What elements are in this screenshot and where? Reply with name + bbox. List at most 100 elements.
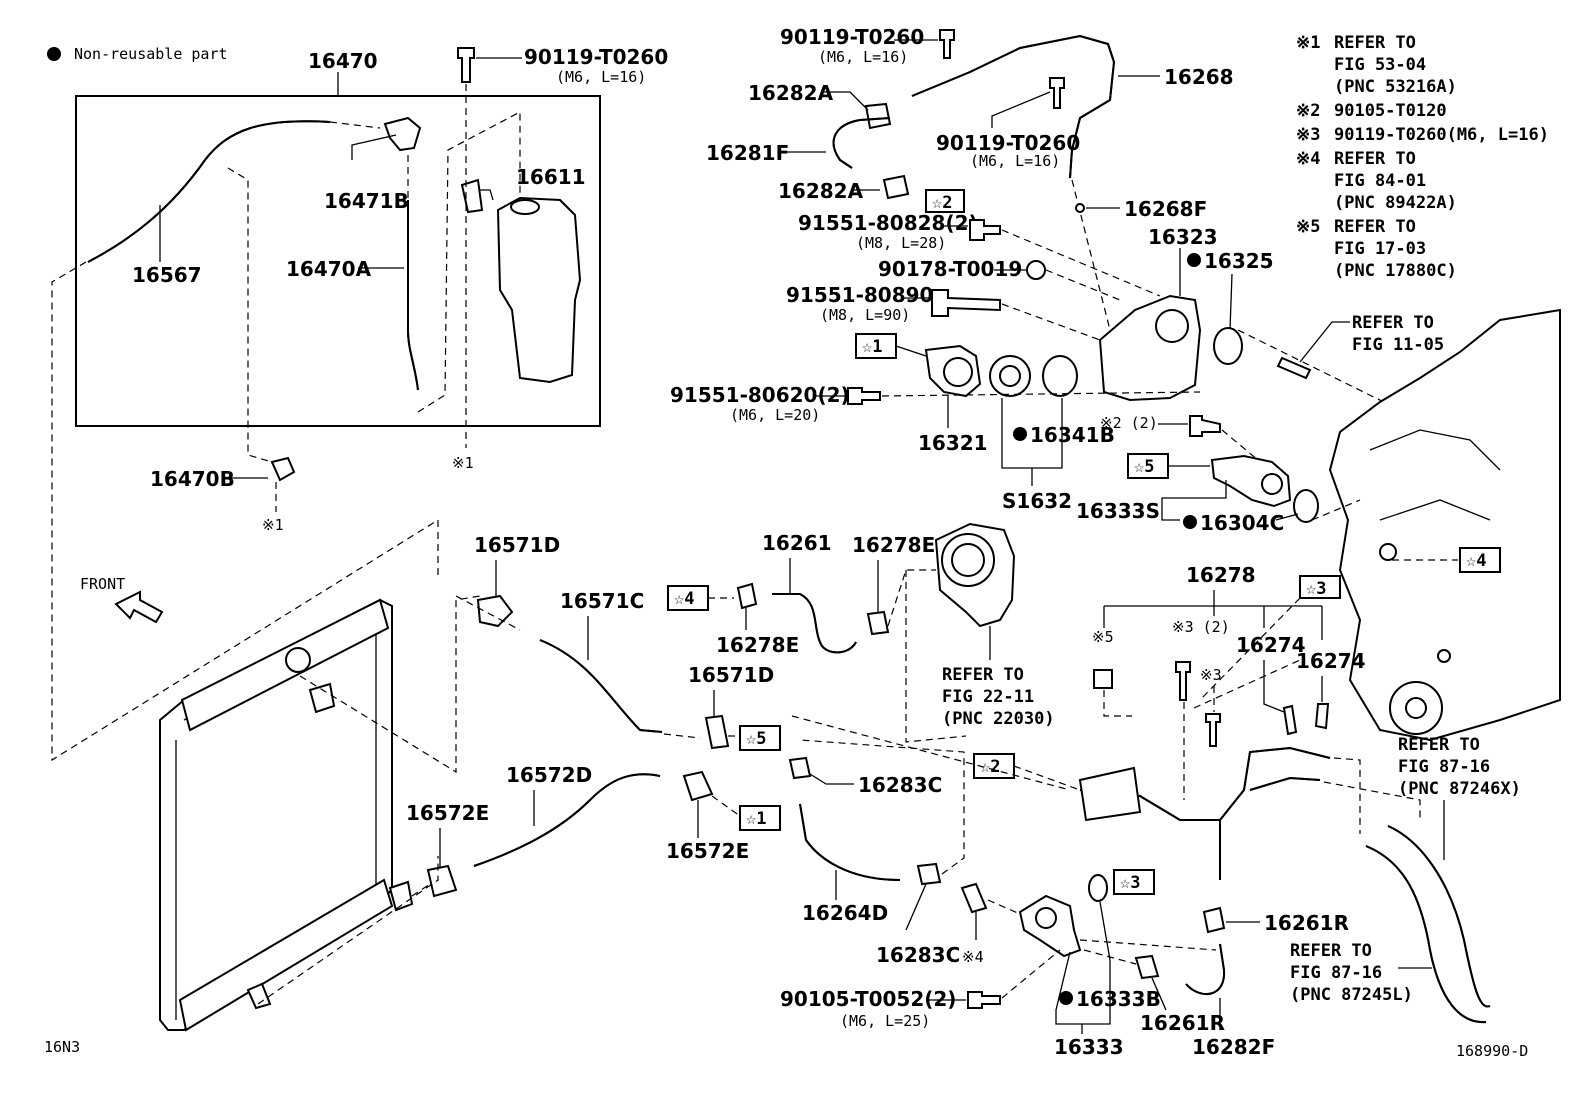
non-reusable-dot-16341B: [1013, 427, 1027, 441]
callout-bolt-90119-1-sub: (M6, L=16): [818, 48, 908, 66]
sensor-16274-1[interactable]: [1282, 704, 1298, 736]
callout-bolt-90119-2: 90119-T0260: [936, 131, 1080, 155]
gasket-16325[interactable]: [1213, 327, 1243, 365]
callout-16325: 16325: [1204, 249, 1274, 273]
clamp-16283C-2[interactable]: [916, 862, 942, 886]
callout-16304C: 16304C: [1200, 511, 1284, 535]
callout-bolt-90105-T0052-sub: (M6, L=25): [840, 1012, 930, 1030]
part-16470B-clamp[interactable]: [270, 456, 296, 482]
star1-box-b: [739, 805, 781, 831]
callout-nut-90178: 90178-T0019: [878, 257, 1022, 281]
bolt-91551-80620[interactable]: [847, 387, 881, 405]
gasket-16304C[interactable]: [1293, 489, 1319, 523]
bolt-91551-80890[interactable]: [931, 289, 1001, 317]
callout-16264D: 16264D: [802, 901, 888, 925]
clamp-16278E-1[interactable]: [866, 610, 890, 636]
gasket-16341B[interactable]: [1042, 355, 1078, 397]
refer-8716a-line2: FIG 87-16: [1398, 757, 1490, 777]
callout-bolt-80890: 91551-80890: [786, 283, 933, 307]
callout-16321: 16321: [918, 431, 988, 455]
clamp-16278E-2[interactable]: [736, 582, 758, 610]
callout-16572E-1: 16572E: [406, 801, 489, 825]
part-16264D-hose[interactable]: [799, 803, 901, 881]
ref-s3: ※3: [1200, 666, 1222, 684]
bolt-90119-top[interactable]: [457, 47, 475, 83]
front-arrow-icon: [114, 590, 164, 624]
clamp-16572E-1[interactable]: [426, 864, 458, 898]
note-4-line-3: (PNC 89422A): [1334, 193, 1457, 213]
reservoir-kit-group: [51, 72, 601, 762]
callout-bolt-top: 90119-T0260: [524, 45, 668, 69]
callout-16282F: 16282F: [1192, 1035, 1275, 1059]
clamp-16282A-1[interactable]: [864, 102, 892, 130]
refer-8716a-line1: REFER TO: [1398, 735, 1480, 755]
gasket-16333B[interactable]: [1088, 874, 1108, 902]
callout-16470: 16470: [308, 49, 378, 73]
clamp-16571D-2[interactable]: [704, 714, 730, 750]
note-4-line-1: REFER TO: [1334, 149, 1416, 169]
callout-16268F: 16268F: [1124, 197, 1207, 221]
clamp-16572E-2[interactable]: [682, 770, 714, 802]
nut-90178[interactable]: [1026, 260, 1046, 280]
bolt-90105-T0052[interactable]: [967, 991, 1001, 1009]
refer-2211-line3: (PNC 22030): [942, 709, 1055, 729]
callout-16333S: 16333S: [1076, 499, 1160, 523]
clamp-16571D-1[interactable]: [476, 594, 514, 628]
star3-label-a: ☆3: [1306, 579, 1326, 599]
bolt-91551-80828[interactable]: [969, 219, 1001, 241]
part-16471B-connector[interactable]: [383, 116, 422, 152]
clamp-16261R-2[interactable]: [1134, 954, 1160, 980]
star3-box-b: [1113, 869, 1155, 895]
part-16282F-hose[interactable]: [1185, 943, 1226, 995]
note-2-line-1: 90105-T0120: [1334, 101, 1447, 121]
refer-8716b-line2: FIG 87-16: [1290, 963, 1382, 983]
callout-bolt-90119-1: 90119-T0260: [780, 25, 924, 49]
note-3-line-1: 90119-T0260(M6, L=16): [1334, 125, 1549, 145]
part-16611-reservoir[interactable]: [496, 196, 582, 384]
refer-8716b-line1: REFER TO: [1290, 941, 1372, 961]
bolt-90119-1[interactable]: [939, 29, 955, 59]
bolt-90119-2[interactable]: [1049, 77, 1065, 109]
callout-16571D-2: 16571D: [688, 663, 774, 687]
callout-16261R-1: 16261R: [1264, 911, 1349, 935]
ref-s3-2: ※3 (2): [1172, 618, 1230, 636]
part-radiator[interactable]: [159, 598, 414, 1032]
callout-16470A: 16470A: [286, 257, 372, 281]
callout-bolt-top-sub: (M6, L=16): [556, 68, 646, 86]
gasket-16268F[interactable]: [1075, 203, 1085, 213]
note-5-line-2: FIG 17-03: [1334, 239, 1426, 259]
clip-s5[interactable]: [1093, 669, 1113, 689]
stud-fig-11-05[interactable]: [1276, 356, 1312, 380]
callout-16611: 16611: [516, 165, 586, 189]
star4-label-a: ☆4: [674, 589, 694, 609]
star1-label-a: ☆1: [862, 337, 882, 357]
non-reusable-dot-icon: [47, 47, 61, 61]
star5-label-b: ☆5: [746, 729, 766, 749]
star3-box-a: [1299, 575, 1341, 599]
part-16323-housing[interactable]: [1098, 294, 1202, 402]
clamp-16282A-2[interactable]: [882, 174, 910, 200]
callout-16572D: 16572D: [506, 763, 592, 787]
radiator-cap[interactable]: [285, 647, 311, 673]
callout-16274-1: 16274: [1236, 633, 1306, 657]
sensor-16274-2[interactable]: [1314, 703, 1330, 730]
callout-16572E-2: 16572E: [666, 839, 749, 863]
bolt-s2[interactable]: [1189, 415, 1221, 437]
bolt-s3[interactable]: [1205, 713, 1221, 747]
callout-16571C: 16571C: [560, 589, 644, 613]
note-4-line-2: FIG 84-01: [1334, 171, 1426, 191]
clamp-16261R-1[interactable]: [1202, 906, 1226, 934]
callout-bolt-80828-sub: (M8, L=28): [856, 234, 946, 252]
star5-box-b: [739, 725, 781, 751]
refer-8716a-line3: (PNC 87246X): [1398, 779, 1521, 799]
star1-label-b: ☆1: [746, 809, 766, 829]
star4-box-b: [1459, 547, 1501, 573]
star5-label-a: ☆5: [1134, 457, 1154, 477]
callout-16341B: 16341B: [1030, 423, 1115, 447]
callout-16281F: 16281F: [706, 141, 789, 165]
clamp-16283C-1[interactable]: [788, 756, 812, 780]
bolt-s3-2[interactable]: [1175, 661, 1191, 701]
sensor-s4[interactable]: [960, 882, 988, 914]
callout-16274-2: 16274: [1296, 649, 1366, 673]
